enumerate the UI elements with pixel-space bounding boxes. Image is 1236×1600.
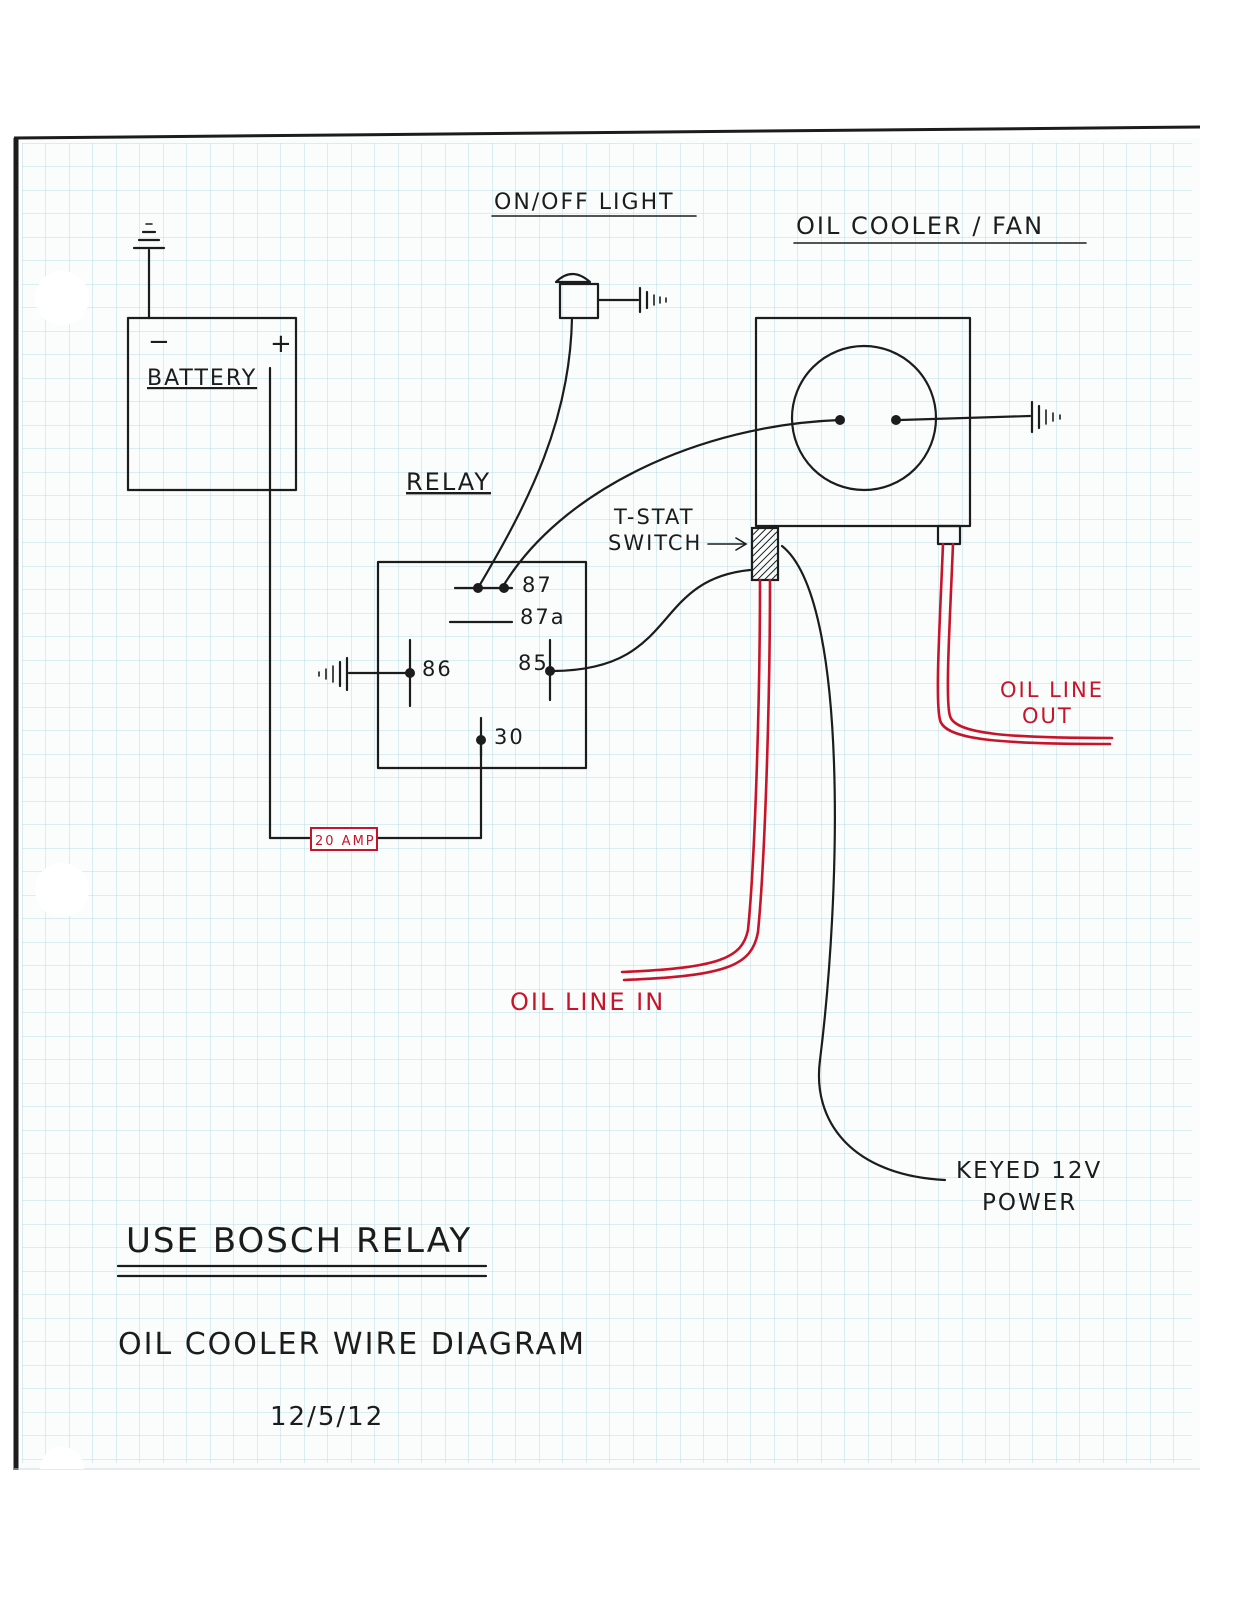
tstat-switch-icon [750,526,780,582]
punch-hole-bottom [40,1447,84,1469]
paper-top-edge [13,125,1201,140]
battery-body [126,316,298,492]
relay-label: RELAY [406,468,491,496]
oil-outlet-fitting [936,524,962,546]
keyed-power-label-1: KEYED 12V [956,1158,1102,1184]
light-ground-icon [638,286,667,314]
oil-line-out [936,542,1114,746]
battery-positive-label: + [270,329,294,359]
fan-label: OIL COOLER / FAN [796,212,1044,240]
battery-ground-icon [132,223,166,250]
tstat-label-1: T-STAT [613,505,695,529]
fan-terminal-1 [835,415,845,425]
diagram-title: OIL COOLER WIRE DIAGRAM [118,1327,586,1362]
fuse-label: 20 AMP [315,834,376,849]
diagram-date: 12/5/12 [270,1402,384,1432]
indicator-light-icon [554,272,600,320]
wires [147,248,1032,1182]
wire-87-to-fan [500,418,842,590]
grid-lines [22,143,1192,1463]
relay-86-terminal [405,668,415,678]
pin-86-label: 86 [422,657,453,681]
tstat-label-2: SWITCH [608,531,702,555]
relay-87-terminal-1 [473,583,483,593]
pin-87-label: 87 [522,573,553,597]
keyed-power-label-2: POWER [982,1190,1077,1216]
relay-30-terminal [476,735,486,745]
fan-ground-icon [1030,400,1061,434]
fuse-icon [310,827,378,851]
oil-line-out-label-2: OUT [1022,704,1073,728]
pin-85-label: 85 [518,651,549,675]
wire-light-to-87 [476,316,574,590]
wire-tstat-to-keyed-power [780,544,947,1182]
oil-line-in-label: OIL LINE IN [510,988,665,1016]
relay-87-terminal-2 [499,583,509,593]
oil-cooler-body [754,316,972,528]
battery-label: BATTERY [147,366,257,391]
relay-ground-icon [318,656,349,692]
relay-85-terminal [545,666,555,676]
oil-line-in [620,578,772,982]
pin-30-label: 30 [494,725,525,749]
battery-negative-label: − [148,327,172,357]
oil-line-out-label-1: OIL LINE [1000,678,1104,702]
punch-hole-middle [35,863,89,917]
punch-hole-top [35,271,89,325]
tstat-arrow-head [735,537,748,551]
pin-87a-label: 87a [520,605,566,629]
wire-fan-ground [898,414,1032,422]
fan-terminal-2 [891,415,901,425]
bosch-note: USE BOSCH RELAY [126,1221,472,1261]
wire-85-to-tstat [551,568,752,673]
relay-body [376,560,588,770]
light-label: ON/OFF LIGHT [494,190,675,215]
fan-motor-icon [790,344,938,492]
